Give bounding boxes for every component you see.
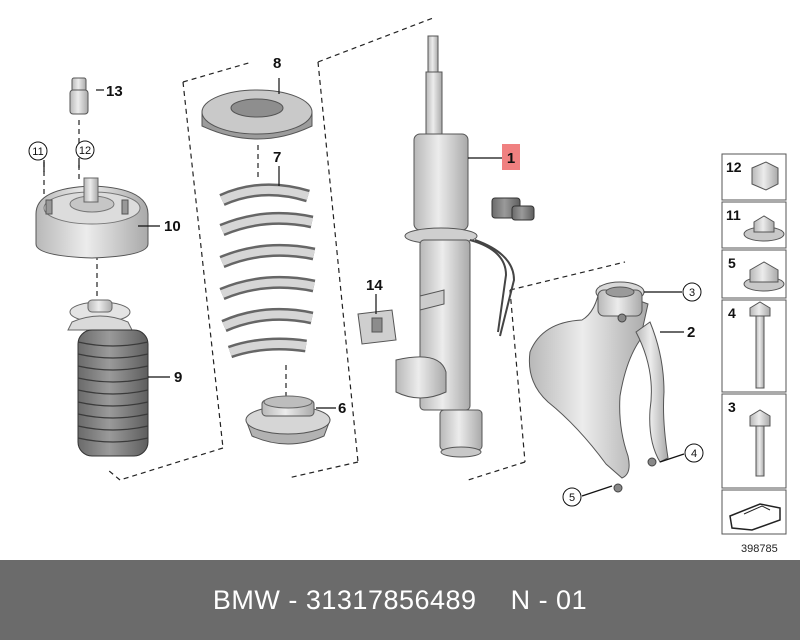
part-14-bracket-clip	[357, 309, 397, 345]
label-part-2: 2	[687, 324, 695, 341]
assembly-dash-lines	[43, 17, 626, 481]
label-part-11: 11	[32, 146, 43, 158]
part-9-dust-boot	[67, 299, 149, 457]
flange-bolt-icon	[749, 409, 771, 427]
label-part-3: 3	[689, 287, 695, 299]
part-1-shock-absorber	[395, 35, 535, 458]
leader-lines	[43, 78, 685, 497]
footer-text: BMW - 31317856489 N - 01	[213, 585, 587, 616]
hex-nut-icon	[751, 161, 779, 191]
part-8-spring-pad	[201, 89, 313, 140]
label-part-13: 13	[106, 83, 123, 100]
long-bolt-icon	[749, 301, 771, 317]
panel-label-11: 11	[726, 207, 741, 223]
brand-part-number: BMW - 31317856489	[212, 584, 477, 615]
part-13-stud-bolt	[69, 77, 89, 115]
part-6-spring-seat	[245, 395, 331, 445]
label-part-12: 12	[79, 145, 91, 157]
part-number-footer: BMW - 31317856489 N - 01	[0, 560, 800, 640]
label-part-10: 10	[164, 218, 181, 235]
label-part-14: 14	[366, 277, 383, 294]
label-part-1: 1	[507, 150, 515, 167]
doc-arrow-icon	[729, 503, 781, 531]
highlight-part-1	[502, 144, 520, 170]
panel-bolt-3	[721, 393, 787, 489]
document-number: 398785	[741, 543, 778, 555]
panel-label-5: 5	[728, 255, 736, 271]
small-parts-panel: 12 11 5 4 3 398785	[721, 153, 787, 555]
label-part-4: 4	[691, 448, 697, 460]
panel-label-4: 4	[728, 305, 736, 321]
exploded-parts-diagram: 13 11 12 10 9 8 7 6 1 14 3 2 4 5 12 11 5…	[28, 17, 787, 555]
label-part-7: 7	[273, 149, 281, 166]
part-10-top-mount	[35, 177, 149, 259]
label-part-8: 8	[273, 55, 281, 72]
label-part-9: 9	[174, 369, 182, 386]
part-labels: 13 11 12 10 9 8 7 6 1 14 3 2 4 5	[28, 55, 704, 507]
label-part-5: 5	[569, 492, 575, 504]
part-2-swivel-bearing	[528, 281, 669, 493]
revision-code: N - 01	[510, 584, 588, 615]
panel-label-3: 3	[728, 399, 736, 415]
label-part-6: 6	[338, 400, 346, 417]
panel-label-12: 12	[726, 159, 742, 175]
part-7-coil-spring	[219, 183, 316, 359]
